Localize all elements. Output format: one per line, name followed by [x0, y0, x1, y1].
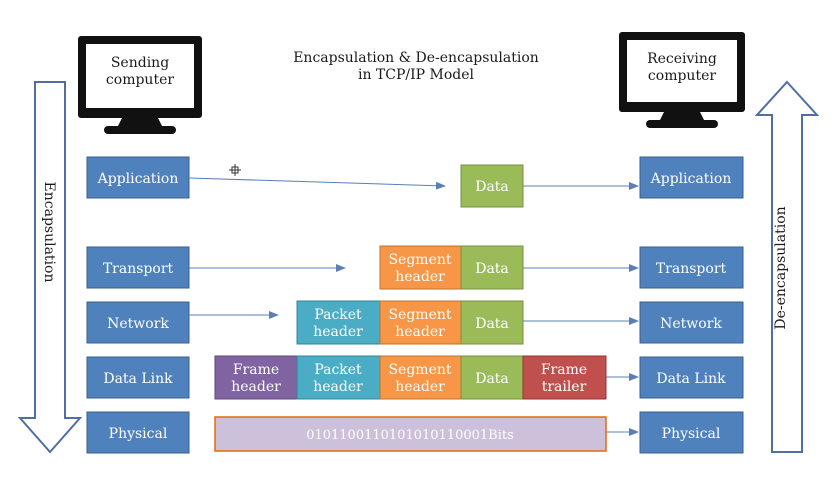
data-link-unit: Frame header Packet header Segment heade…: [214, 355, 607, 400]
encapsulation-label: Encapsulation: [41, 182, 57, 283]
cursor-icon: [229, 164, 241, 176]
data-link-segment-header-1: Segment: [388, 362, 451, 378]
sending-computer-label-2: computer: [106, 72, 174, 88]
receiving-computer-icon: Receiving computer: [619, 32, 745, 128]
diagram-title: Encapsulation & De-encapsulation in TCP/…: [293, 50, 539, 83]
encapsulation-arrow: Encapsulation: [17, 81, 83, 454]
data-link-segment-header-2: header: [395, 379, 445, 395]
sending-computer-icon: Sending computer: [78, 36, 202, 134]
sender-layer-physical: Physical: [109, 426, 168, 442]
sender-layer-data-link: Data Link: [103, 371, 173, 387]
receiver-layer-transport: Transport: [656, 261, 727, 277]
transport-data: Data: [475, 261, 509, 277]
data-link-frame-header-2: header: [231, 379, 281, 395]
receiver-layer-data-link: Data Link: [656, 371, 726, 387]
data-link-frame-header-1: Frame: [233, 362, 279, 378]
de-encapsulation-label: De-encapsulation: [773, 206, 789, 329]
transport-segment-header-1: Segment: [388, 252, 451, 268]
receiving-computer-label-2: computer: [648, 68, 716, 84]
sending-computer-label-1: Sending: [111, 55, 169, 71]
transport-unit: Segment header Data: [379, 245, 524, 290]
receiver-layer-physical: Physical: [662, 426, 721, 442]
sender-layer-network: Network: [107, 316, 169, 332]
receiver-layer-application: Application: [650, 171, 732, 187]
data-link-frame-trailer-1: Frame: [541, 362, 587, 378]
receiver-layers: Application Transport Network Data Link …: [639, 156, 744, 454]
title-line-1: Encapsulation & De-encapsulation: [293, 50, 539, 66]
network-segment-header-2: header: [395, 324, 445, 340]
transport-segment-header-2: header: [395, 269, 445, 285]
receiver-layer-network: Network: [660, 316, 722, 332]
network-packet-header-2: header: [313, 324, 363, 340]
sender-layer-transport: Transport: [103, 261, 174, 277]
network-segment-header-1: Segment: [388, 307, 451, 323]
network-data: Data: [475, 316, 509, 332]
flow-arrows: [188, 177, 639, 436]
data-link-packet-header-1: Packet: [314, 362, 362, 378]
receiving-computer-label-1: Receiving: [647, 51, 717, 67]
network-unit: Packet header Segment header Data: [296, 300, 524, 345]
title-line-2: in TCP/IP Model: [358, 67, 475, 83]
sender-layer-application: Application: [97, 171, 179, 187]
data-link-packet-header-2: header: [313, 379, 363, 395]
data-link-data: Data: [475, 371, 509, 387]
application-unit: Data: [460, 164, 524, 208]
arrow-application-to-data: [188, 177, 446, 190]
data-link-frame-trailer-2: trailer: [542, 379, 587, 395]
physical-unit: 0101100110101010110001Bits: [214, 416, 607, 452]
sender-layers: Application Transport Network Data Link …: [86, 156, 190, 454]
de-encapsulation-arrow: De-encapsulation: [754, 80, 820, 453]
network-packet-header-1: Packet: [314, 307, 362, 323]
physical-bits: 0101100110101010110001Bits: [306, 428, 514, 443]
application-data: Data: [475, 179, 509, 195]
